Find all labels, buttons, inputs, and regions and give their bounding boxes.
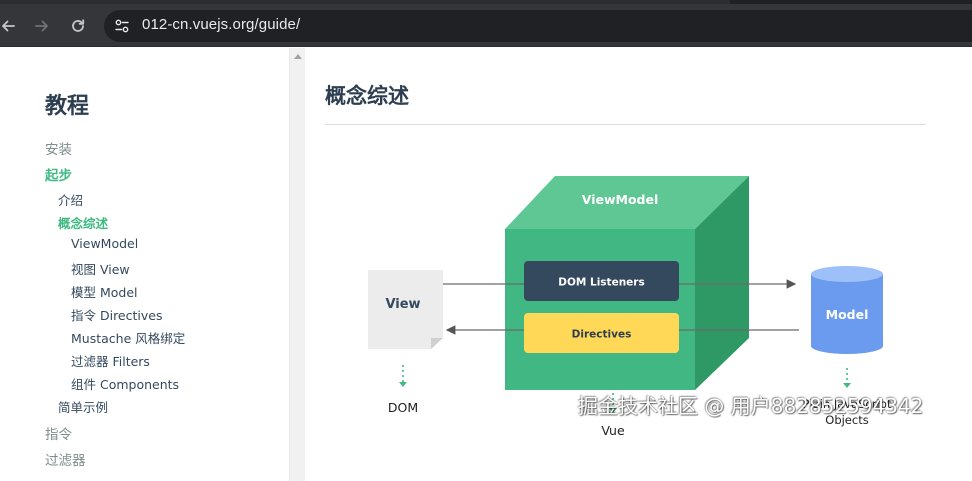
sidebar-item[interactable]: 介绍 xyxy=(58,193,84,208)
scroll-up-arrow-icon[interactable] xyxy=(294,54,302,59)
view-dom-arrowhead xyxy=(399,382,407,387)
forward-button[interactable] xyxy=(28,12,56,40)
watermark-text: 掘金技术社区 @ 用户882852594342 xyxy=(578,394,924,418)
directives-label: Directives xyxy=(572,329,632,341)
back-button[interactable] xyxy=(0,12,22,40)
plain-js-label-line2: Objects xyxy=(825,413,868,427)
site-settings-icon[interactable] xyxy=(114,18,130,34)
dom-label: DOM xyxy=(388,400,418,415)
scrollbar[interactable] xyxy=(289,48,305,481)
back-arrow-icon xyxy=(2,20,15,32)
tab-strip-fade xyxy=(0,0,730,4)
sidebar-item[interactable]: Mustache 风格绑定 xyxy=(71,331,186,346)
browser-toolbar: 012-cn.vuejs.org/guide/ xyxy=(0,4,972,47)
reload-icon xyxy=(72,19,85,32)
sidebar-title: 教程 xyxy=(45,94,90,119)
sidebar-item[interactable]: 安装 xyxy=(45,142,72,158)
sidebar-item[interactable]: 概念综述 xyxy=(58,216,109,231)
title-divider xyxy=(325,124,926,125)
sidebar: 教程 安装起步介绍概念综述 ViewModel 视图 View 模型 Model 指令 … xyxy=(0,48,289,481)
plain-js-label-line1: Plain JavaScript xyxy=(803,397,892,411)
sidebar-item[interactable]: 简单示例 xyxy=(58,400,109,415)
sidebar-item[interactable]: 指令 Directives xyxy=(71,308,163,323)
vue-label: Vue xyxy=(601,423,625,438)
address-bar[interactable]: 012-cn.vuejs.org/guide/ xyxy=(104,10,972,42)
dom-listeners-box xyxy=(524,261,679,301)
sidebar-item[interactable]: ViewModel xyxy=(71,236,139,251)
mvvm-diagram: View DOM ViewModel DOM Listeners Directi… xyxy=(368,176,892,438)
sidebar-item[interactable]: 指令 xyxy=(45,427,72,443)
url-text[interactable]: 012-cn.vuejs.org/guide/ xyxy=(142,16,301,33)
model-arrowhead xyxy=(843,383,851,388)
viewmodel-label: ViewModel xyxy=(582,192,659,207)
viewmodel-cube xyxy=(505,176,749,390)
reload-button[interactable] xyxy=(64,12,92,40)
page-title: 概念综述 xyxy=(325,84,409,108)
view-label: View xyxy=(385,297,420,312)
model-cylinder xyxy=(811,266,883,354)
forward-arrow-icon xyxy=(35,20,48,32)
dom-listeners-label: DOM Listeners xyxy=(558,277,644,289)
sidebar-item[interactable]: 视图 View xyxy=(71,262,130,277)
sidebar-item[interactable]: 起步 xyxy=(45,168,72,184)
directives-box xyxy=(524,313,679,353)
sidebar-item[interactable]: 组件 Components xyxy=(71,377,180,392)
vue-arrowhead xyxy=(609,408,617,413)
main-content: 概念综述 View DOM ViewModel xyxy=(305,48,972,481)
sidebar-item[interactable]: 模型 Model xyxy=(71,285,138,300)
view-page-shape xyxy=(368,270,443,349)
tab-strip xyxy=(0,0,972,4)
sidebar-item[interactable]: 过滤器 Filters xyxy=(71,354,150,369)
sidebar-item[interactable]: 过滤器 xyxy=(45,453,86,469)
model-label: Model xyxy=(826,307,869,322)
